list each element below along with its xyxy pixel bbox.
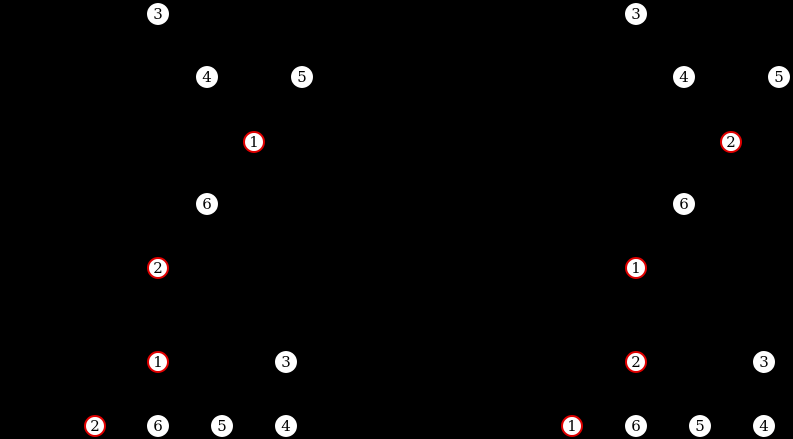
node: 5 [689,415,711,437]
node: 6 [673,193,695,215]
node: 4 [196,66,218,88]
marked-node: 2 [720,131,742,153]
marked-node: 1 [243,131,265,153]
marked-node: 1 [147,351,169,373]
node: 4 [275,415,297,437]
node: 6 [196,193,218,215]
node: 5 [768,66,790,88]
node: 3 [625,3,647,25]
node: 3 [753,351,775,373]
node: 4 [753,415,775,437]
node: 5 [211,415,233,437]
node: 3 [275,351,297,373]
node: 3 [147,3,169,25]
node: 5 [291,66,313,88]
node: 4 [673,66,695,88]
marked-node: 1 [561,415,583,437]
node: 6 [147,415,169,437]
node: 6 [625,415,647,437]
marked-node: 2 [84,415,106,437]
marked-node: 1 [625,257,647,279]
marked-node: 2 [147,257,169,279]
marked-node: 2 [625,351,647,373]
